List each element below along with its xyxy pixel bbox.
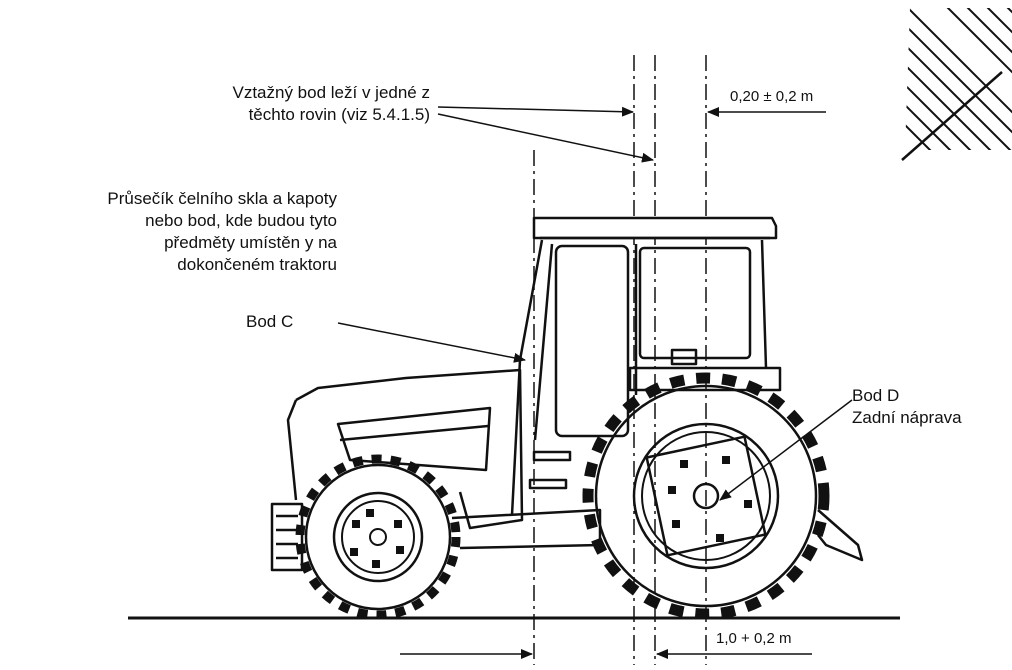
rear-wheel [582,372,830,620]
intersection-line-3: předměty umístěn y na [164,233,337,252]
front-wheel [295,454,461,620]
hatched-region [901,8,1012,161]
tolerance-bottom-label: 1,0 + 0,2 m [716,630,792,647]
point-d-line-2: Zadní náprava [852,408,962,427]
point-c-label: Bod C [246,312,294,331]
reference-planes [533,55,707,665]
point-d-label: Bod D Zadní náprava [852,385,962,429]
tractor [270,216,864,572]
reference-point-label: Vztažný bod leží v jedné z těchto rovin … [150,82,430,126]
intersection-line-1: Průsečík čelního skla a kapoty [107,189,337,208]
reference-point-line-1: Vztažný bod leží v jedné z [232,83,430,102]
leader-arrows [337,106,853,659]
tolerance-top-label: 0,20 ± 0,2 m [730,88,814,105]
intersection-line-2: nebo bod, kde budou tyto [145,211,337,230]
reference-point-line-2: těchto rovin (viz 5.4.1.5) [248,105,430,124]
intersection-label: Průsečík čelního skla a kapoty nebo bod,… [40,188,337,276]
point-d-line-1: Bod D [852,386,900,405]
intersection-line-4: dokončeném traktoru [177,255,337,274]
